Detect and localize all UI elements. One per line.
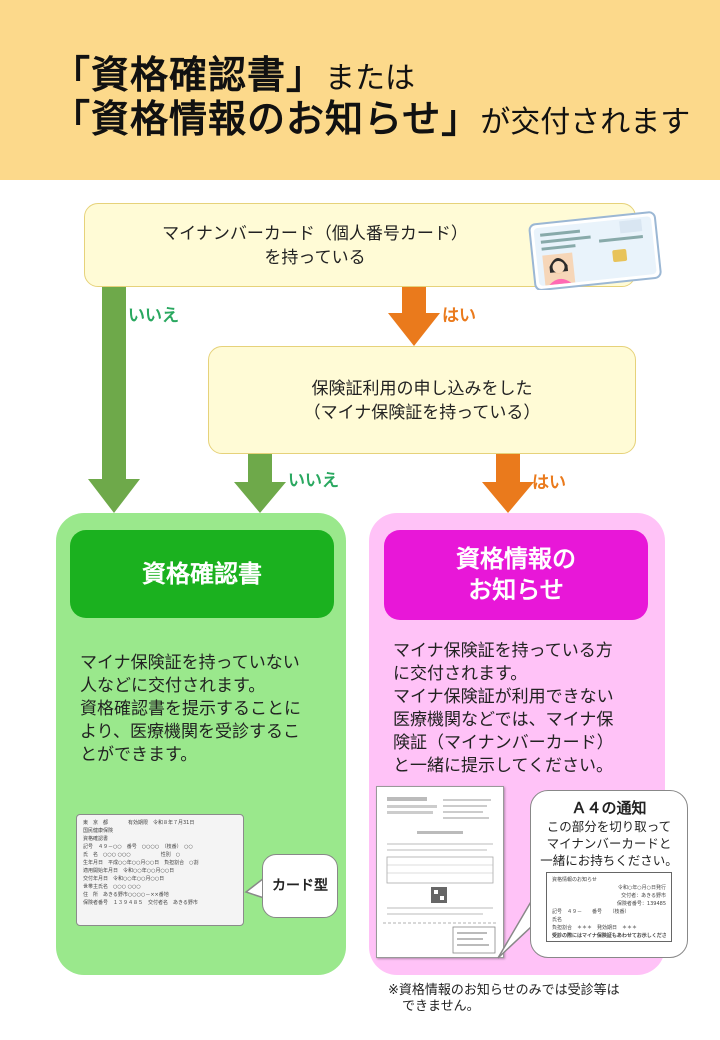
card-line: 世帯主氏名 ○○○ ○○○: [83, 884, 141, 890]
slip-line: 記号 ４９－ 番号 （枝番）: [552, 909, 630, 915]
card-type-label: カード型: [262, 854, 338, 918]
header-line1-bold: 「資格確認書」: [52, 53, 326, 97]
card-line: 生年月日 平成○○年○○月○○日 負担割合 ○割: [83, 860, 199, 866]
qualification-info-notice-title: 資格情報の お知らせ: [384, 530, 648, 620]
card-line: 資格確認書: [83, 836, 109, 842]
pink-body-line: マイナ保険証が利用できない: [393, 687, 614, 707]
a4-instruction-line: 一緒にお持ちください。: [540, 853, 678, 868]
a4-notice-document-image: [376, 786, 504, 958]
card-line: 適用開始年月日 令和○○年○○月○○日: [83, 868, 175, 874]
card-line: 記号 ４９－○○ 番号 ○○○○ （枝番） ○○: [83, 844, 193, 850]
arrow-no-1: [88, 287, 140, 513]
header-banner: [0, 0, 720, 180]
question1-line1: マイナンバーカード（個人番号カード）: [162, 224, 468, 244]
slip-line: 交付者：あきる野市: [621, 893, 666, 899]
green-body-line: とができます。: [80, 745, 198, 765]
question2-line2: （マイナ保険証を持っている）: [303, 403, 541, 423]
certificate-card-image: 東 京 都 有効期限 令和８年７月31日 国民健康保険 資格確認書 記号 ４９－…: [76, 814, 244, 926]
qualification-certificate-title: 資格確認書: [70, 530, 334, 618]
footnote-line1: ※資格情報のお知らせのみでは受診等は: [388, 983, 620, 998]
arrow-yes-2: [482, 454, 534, 513]
pink-body-line: マイナ保険証を持っている方: [393, 641, 613, 661]
qualification-info-description: マイナ保険証を持っている方 に交付されます。 マイナ保険証が利用できない 医療機…: [393, 640, 653, 778]
slip-line: 受診の際にはマイナ保険証もあわせてお示しください: [552, 933, 666, 939]
slip-line: 負担割合 ＊＊＊ 発効期日 ＊＊＊: [552, 925, 638, 931]
pink-title-line2: お知らせ: [468, 576, 564, 604]
a4-document-content: [383, 797, 497, 954]
answer-no-1: いいえ: [128, 306, 179, 326]
slip-line: 氏名: [552, 917, 563, 923]
qualification-certificate-description: マイナ保険証を持っていない 人などに交付されます。 資格確認書を提示することに …: [80, 652, 330, 767]
slip-line: 保険者番号：139485: [616, 901, 666, 907]
header-line2-bold: 「資格情報のお知らせ」: [52, 97, 481, 141]
a4-instruction-line: この部分を切り取って: [546, 819, 672, 834]
question1-line2: を持っている: [264, 248, 366, 268]
header-line2-rest: が交付されます: [480, 105, 691, 140]
footnote: ※資格情報のお知らせのみでは受診等は できません。: [388, 983, 668, 1015]
footnote-line2: できません。: [402, 999, 480, 1014]
card-line: 交付年月日 令和○○年○○月○○日: [83, 876, 165, 882]
arrow-no-2: [234, 454, 286, 513]
pink-title-line1: 資格情報の: [456, 545, 576, 573]
a4-instruction-line: マイナンバーカードと: [546, 836, 672, 851]
pink-body-line: 医療機関などでは、マイナ保: [393, 710, 614, 730]
card-line: 保険者番号 １３９４８５ 交付者名 あきる野市: [83, 900, 198, 906]
green-body-line: より、医療機関を受診するこ: [80, 722, 300, 742]
green-body-line: マイナ保険証を持っていない: [80, 653, 300, 673]
mynumber-card-illustration: [528, 211, 662, 290]
a4-notice-title: Ａ４の通知: [571, 799, 647, 817]
header-title-line2: 「資格情報のお知らせ」が交付されます: [52, 88, 690, 143]
card-line: 東 京 都 有効期限 令和８年７月31日: [83, 820, 195, 826]
green-body-line: 資格確認書を提示することに: [80, 699, 301, 719]
header-title-line1: 「資格確認書」または: [52, 44, 415, 99]
a4-notice-instructions: この部分を切り取って マイナンバーカードと 一緒にお持ちください。: [530, 818, 688, 869]
slip-line: 令和○年○月○日発行: [617, 885, 666, 891]
pink-body-line: 険証（マイナンバーカード）: [393, 733, 614, 753]
cut-out-slip-image: 資格情報のお知らせ 令和○年○月○日発行 交付者：あきる野市 保険者番号：139…: [546, 872, 672, 942]
question-insurance-application: 保険証利用の申し込みをした （マイナ保険証を持っている）: [208, 346, 636, 454]
header-line1-rest: または: [325, 61, 416, 96]
answer-yes-1: はい: [442, 306, 476, 326]
answer-yes-2: はい: [532, 473, 566, 493]
slip-line: 資格情報のお知らせ: [552, 877, 597, 883]
card-line: 国民健康保険: [83, 828, 114, 834]
question2-line1: 保険証利用の申し込みをした: [311, 379, 533, 399]
arrow-yes-1: [388, 287, 440, 346]
card-line: 住 所 あきる野市○○○○－××番地: [83, 892, 169, 898]
answer-no-2: いいえ: [288, 471, 339, 491]
pink-body-line: と一緒に提示してください。: [393, 756, 613, 776]
green-body-line: 人などに交付されます。: [80, 676, 266, 696]
pink-body-line: に交付されます。: [393, 664, 528, 684]
card-line: 氏 名 ○○○ ○○○ 性別 ○: [83, 852, 181, 858]
